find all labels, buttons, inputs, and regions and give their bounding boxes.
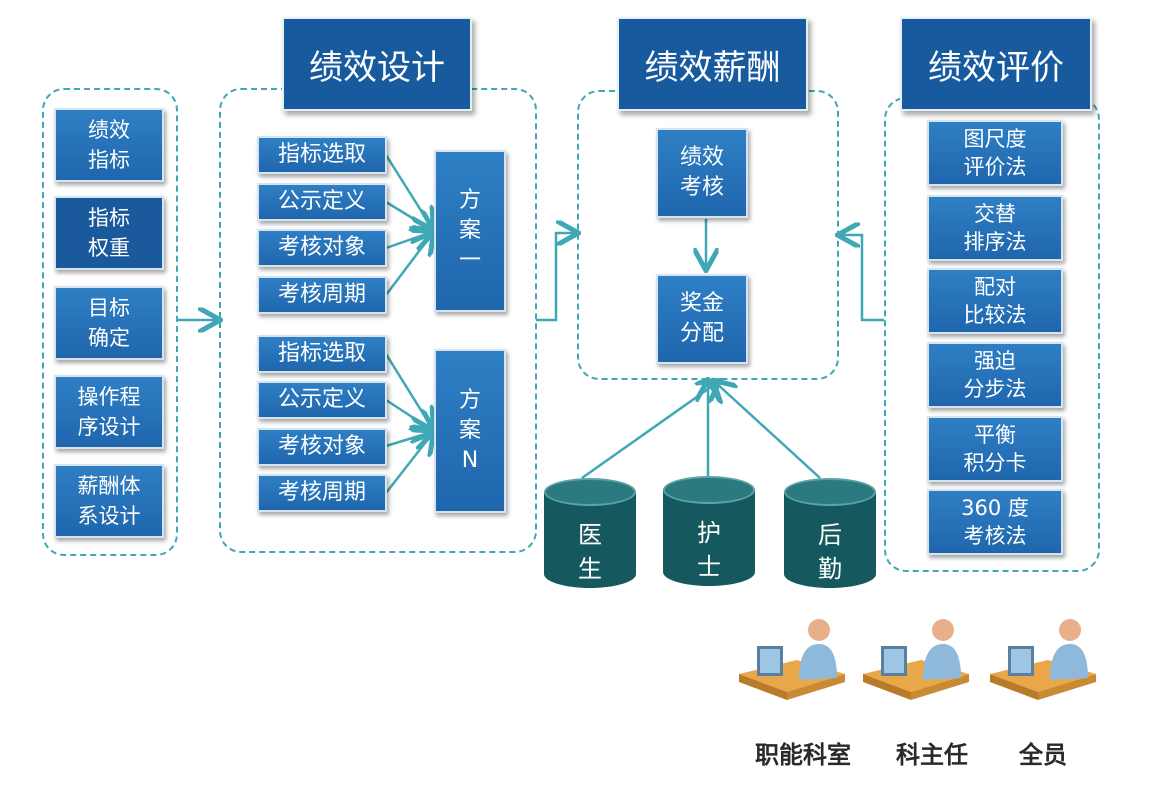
bonus-box: 奖金 分配 (656, 274, 748, 364)
method-alternation: 交替 排序法 (927, 195, 1063, 261)
staff-doctor-label: 医 生 (578, 521, 602, 583)
person-desk-icon (990, 619, 1096, 700)
group-a-item-period: 考核周期 (257, 276, 387, 314)
staff-nurse: 护 士 (663, 476, 755, 596)
left-box-indicator: 绩效 指标 (54, 108, 164, 182)
method-360: 360 度 考核法 (927, 489, 1063, 555)
method-balanced-scorecard: 平衡 积分卡 (927, 416, 1063, 482)
design-title: 绩效设计 (282, 17, 472, 111)
method-paired: 配对 比较法 (927, 268, 1063, 334)
left-box-salary-system: 薪酬体 系设计 (54, 464, 164, 538)
method-graphic-scale: 图尺度 评价法 (927, 120, 1063, 186)
group-b-item-select: 指标选取 (257, 335, 387, 373)
staff-logistics-label: 后 勤 (818, 521, 842, 583)
group-a-item-target: 考核对象 (257, 229, 387, 267)
role-functional-dept: 职能科室 (755, 741, 851, 769)
left-column-frame (42, 88, 178, 556)
left-box-weight: 指标 权重 (54, 196, 164, 270)
role-all-staff: 全员 (1019, 741, 1067, 769)
person-desk-icon (863, 619, 969, 700)
staff-nurse-label: 护 士 (697, 519, 721, 581)
left-box-procedure: 操作程 序设计 (54, 375, 164, 449)
method-forced: 强迫 分步法 (927, 342, 1063, 408)
assessment-box: 绩效 考核 (656, 128, 748, 218)
evaluation-title: 绩效评价 (900, 17, 1092, 111)
group-a-item-define: 公示定义 (257, 183, 387, 221)
role-department-head: 科主任 (896, 741, 968, 769)
group-a-item-select: 指标选取 (257, 136, 387, 174)
staff-logistics: 后 勤 (784, 478, 876, 598)
salary-title: 绩效薪酬 (617, 17, 808, 111)
group-b-item-period: 考核周期 (257, 474, 387, 512)
staff-doctor: 医 生 (544, 478, 636, 598)
plan-one: 方 案 一 (434, 150, 506, 312)
plan-n: 方 案 N (434, 349, 506, 513)
person-desk-icon (739, 619, 845, 700)
group-b-item-target: 考核对象 (257, 428, 387, 466)
left-box-target: 目标 确定 (54, 286, 164, 360)
group-b-item-define: 公示定义 (257, 381, 387, 419)
